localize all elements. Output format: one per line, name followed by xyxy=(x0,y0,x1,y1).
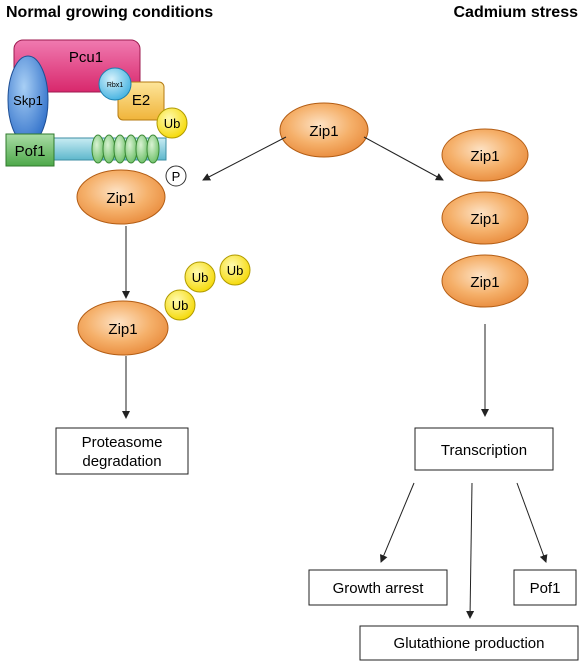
rbx1-subunit xyxy=(98,67,132,101)
ubiquitin-1-label: Ub xyxy=(172,298,189,313)
zip1-stack-middle-label: Zip1 xyxy=(470,211,499,228)
zip1-bound xyxy=(76,169,166,225)
arrow-to-cadmium-zip1 xyxy=(363,136,444,181)
zip1-stack-top-label: Zip1 xyxy=(470,148,499,165)
ubiquitin-on-e2-label: Ub xyxy=(164,116,181,131)
zip1-stack-middle xyxy=(441,191,529,245)
proteasome-label-line1: Proteasome xyxy=(82,434,163,451)
arrow-to-glutathione xyxy=(466,482,475,619)
e2-label: E2 xyxy=(132,92,150,109)
heading-normal-growth: Normal growing conditions xyxy=(6,4,213,21)
transcription-label: Transcription xyxy=(441,442,527,459)
ubiquitin-2 xyxy=(184,261,216,293)
glutathione-production-box xyxy=(359,625,579,661)
pof1-output-box xyxy=(513,569,577,606)
zip1-ubiquitinated xyxy=(77,300,169,356)
proteasome-degradation-box xyxy=(55,427,189,475)
heading-cadmium-stress: Cadmium stress xyxy=(454,4,579,21)
polyubiquitin-chain: Ub Ub Ub xyxy=(164,254,251,321)
ubiquitin-on-e2 xyxy=(156,107,188,139)
zip1-central-label: Zip1 xyxy=(309,123,338,140)
proteasome-label-line2: degradation xyxy=(82,453,161,470)
growth-arrest-label: Growth arrest xyxy=(333,580,425,597)
glutathione-production-label: Glutathione production xyxy=(394,635,545,652)
pof1-subunit xyxy=(5,133,55,167)
pof1-output-label: Pof1 xyxy=(530,580,561,597)
ubiquitin-3 xyxy=(219,254,251,286)
ubiquitin-3-label: Ub xyxy=(227,263,244,278)
zip1-stack-bottom xyxy=(441,254,529,308)
arrow-to-pof1 xyxy=(516,482,548,563)
rbx1-label: Rbx1 xyxy=(107,82,123,89)
zip1-stack-bottom-label: Zip1 xyxy=(470,274,499,291)
phosphate-label: P xyxy=(172,169,181,184)
growth-arrest-box xyxy=(308,569,448,606)
leucine-rich-repeats xyxy=(91,134,160,164)
transcription-box xyxy=(414,427,554,471)
ubiquitin-2-label: Ub xyxy=(192,270,209,285)
scf-pof1-complex: Pcu1 Skp1 Pof1 E2 Rbx1 Ub xyxy=(5,39,188,167)
pcu1-label: Pcu1 xyxy=(69,49,103,66)
skp1-label: Skp1 xyxy=(13,93,43,108)
ubiquitin-1 xyxy=(164,289,196,321)
zip1-ubiquitinated-label: Zip1 xyxy=(108,321,137,338)
phosphate-group xyxy=(165,165,187,187)
zip1-central xyxy=(279,102,369,158)
arrow-to-growth-arrest xyxy=(380,482,415,563)
zip1-stack-top xyxy=(441,128,529,182)
zip1-bound-label: Zip1 xyxy=(106,190,135,207)
pof1-label: Pof1 xyxy=(15,143,46,160)
arrow-to-scf-binding xyxy=(202,136,287,181)
